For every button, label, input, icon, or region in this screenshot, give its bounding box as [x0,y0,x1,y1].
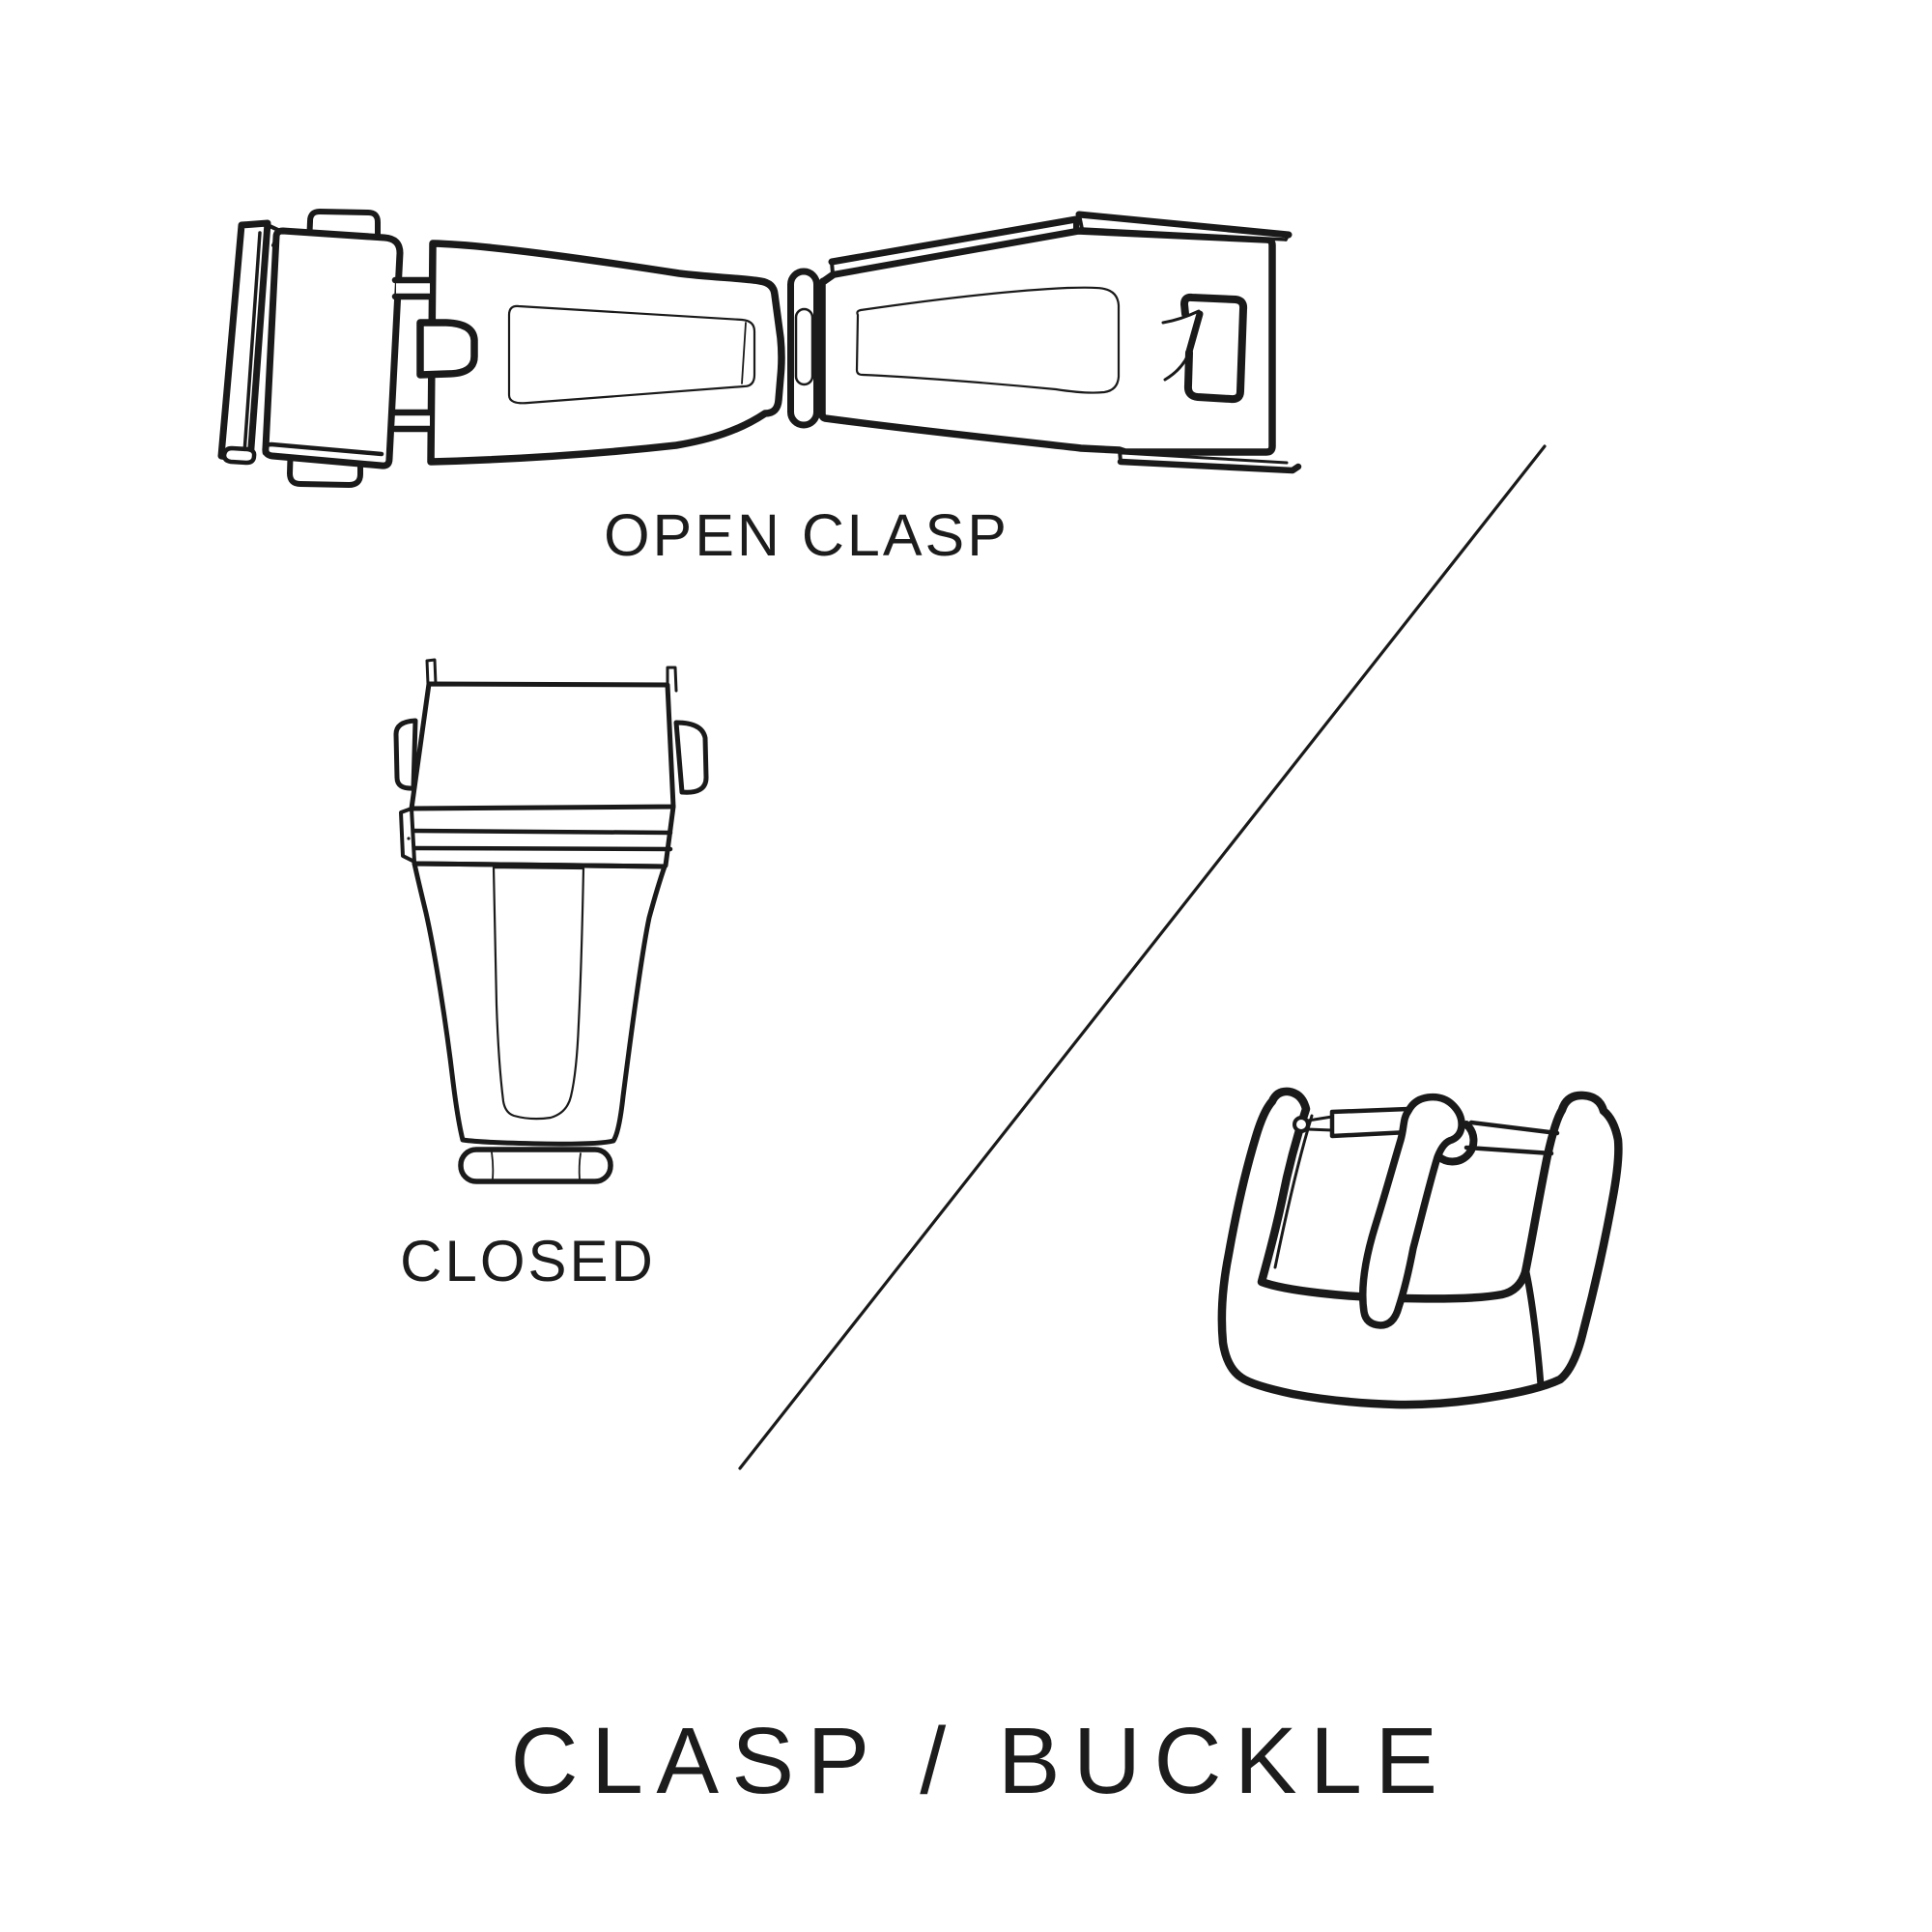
svg-text:OPEN CLASP: OPEN CLASP [604,502,1009,568]
svg-text:CLOSED: CLOSED [400,1229,656,1293]
svg-text:CLASP / BUCKLE: CLASP / BUCKLE [511,1708,1451,1813]
